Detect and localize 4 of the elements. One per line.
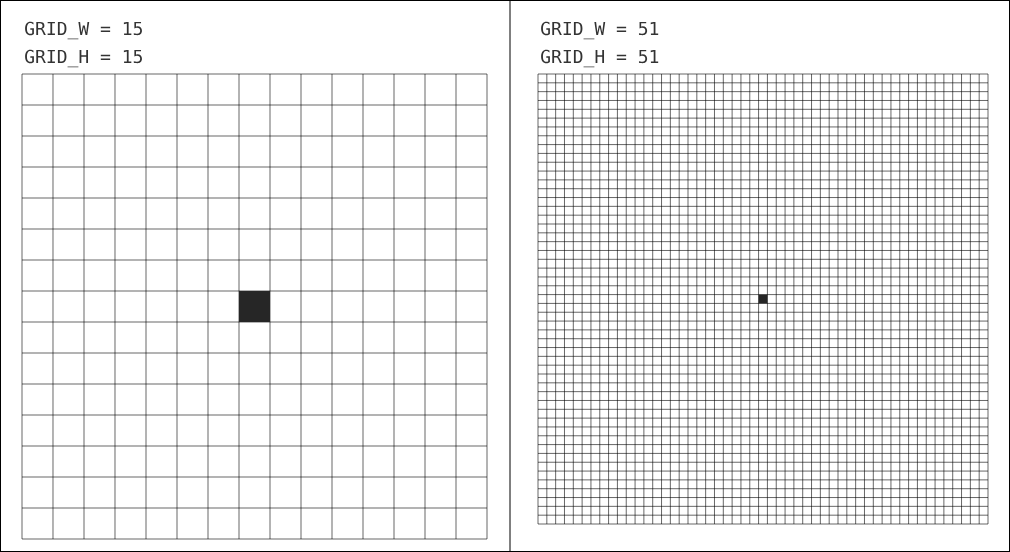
grid-size-label: GRID_H = 15 <box>25 49 142 68</box>
grid-size-label: GRID_W = 51 <box>541 21 659 40</box>
grid-size-label: GRID_H = 51 <box>541 49 659 68</box>
grid-size-label: GRID_W = 15 <box>25 21 142 40</box>
